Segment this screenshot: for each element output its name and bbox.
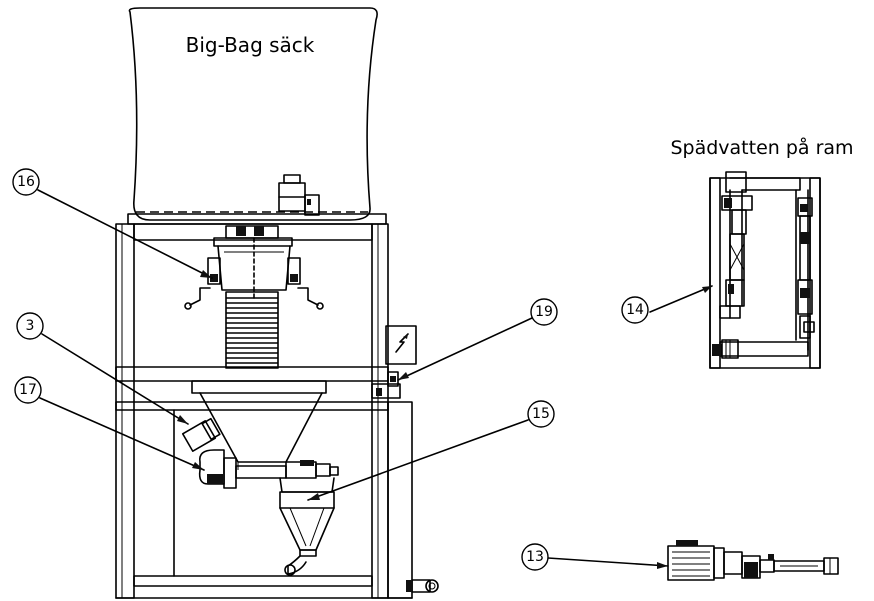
bag-top-valve	[278, 174, 320, 216]
leader-arrowheads	[177, 270, 712, 569]
big-bag-label: Big-Bag säck	[186, 33, 315, 57]
dilution-water-panel: Spädvatten på ram	[670, 136, 854, 369]
bellows	[226, 297, 278, 364]
callout-19: 19	[530, 298, 558, 326]
hopper	[191, 380, 327, 470]
vibrator-unit	[181, 417, 221, 452]
callout-16-label: 16	[17, 174, 35, 190]
discharge-station	[184, 225, 324, 369]
water-valve	[371, 371, 401, 399]
screw-feeder	[198, 449, 339, 489]
leader-lines	[37, 189, 713, 567]
pump-assembly	[667, 540, 839, 581]
callout-17: 17	[14, 376, 42, 404]
big-bag-sack: Big-Bag säck	[128, 7, 378, 221]
callout-17-label: 17	[19, 382, 37, 398]
electrical-box	[385, 325, 417, 365]
callout-3: 3	[16, 312, 44, 340]
callout-14: 14	[621, 296, 649, 324]
callout-3-label: 3	[26, 318, 35, 334]
callout-15-label: 15	[532, 406, 550, 422]
main-frame	[115, 213, 413, 599]
outlet-fitting	[406, 579, 439, 593]
dilution-label: Spädvatten på ram	[670, 136, 853, 159]
callout-15: 15	[527, 400, 555, 428]
callout-13-label: 13	[526, 549, 544, 565]
callout-13: 13	[521, 543, 549, 571]
callout-14-label: 14	[626, 302, 644, 318]
dosing-funnel	[279, 477, 335, 576]
callout-16: 16	[12, 168, 40, 196]
callout-19-label: 19	[535, 304, 553, 320]
